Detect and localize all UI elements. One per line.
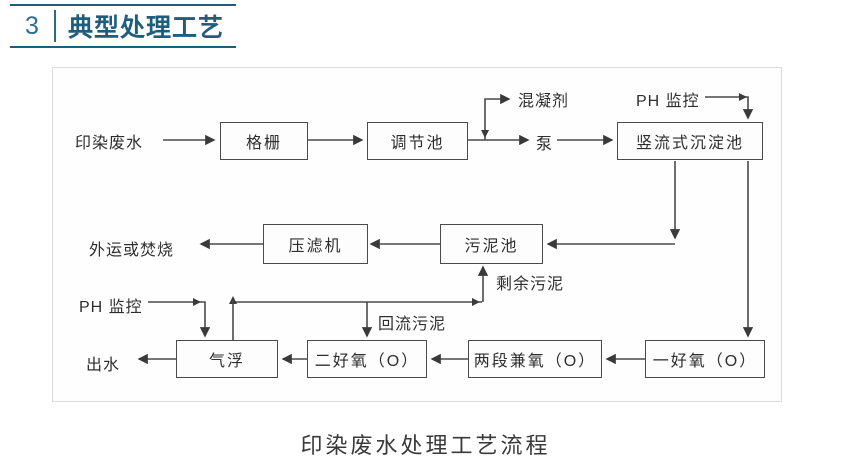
line-branch-to-coagulant: [484, 93, 511, 140]
node-regulating-tank: 调节池: [367, 122, 468, 160]
arrowhead-ph-bottom-right: [193, 298, 201, 306]
node-filter-press: 压滤机: [263, 224, 368, 264]
label-disposal: 外运或焚烧: [89, 242, 175, 259]
section-header: 3 典型处理工艺: [10, 4, 236, 48]
diagram-caption: 印染废水处理工艺流程: [300, 433, 551, 458]
label-pump: 泵: [536, 136, 554, 153]
node-air-flotation: 气浮: [176, 340, 278, 378]
arrowhead-return-right: [472, 298, 480, 306]
label-return-sludge: 回流污泥: [378, 316, 447, 333]
label-excess-sludge: 剩余污泥: [496, 276, 565, 293]
label-influent: 印染废水: [75, 135, 144, 152]
node-grid-screen: 格栅: [220, 122, 308, 160]
label-ph-monitor-bottom: PH 监控: [79, 299, 143, 316]
node-aerobic-2: 二好氧（O）: [307, 340, 427, 378]
label-ph-monitor-top: PH 监控: [636, 93, 700, 110]
arrowhead-ph-top-right: [739, 93, 747, 101]
node-sedimentation-tank: 竖流式沉淀池: [617, 122, 763, 160]
label-effluent: 出水: [86, 357, 121, 374]
label-coagulant: 混凝剂: [518, 93, 570, 110]
section-number: 3: [25, 11, 39, 40]
section-title: 典型处理工艺: [68, 14, 225, 42]
node-facultative-2stage: 两段兼氧（O）: [468, 340, 602, 378]
header-divider: [54, 10, 56, 42]
line-ph-bottom-to-flotation: [148, 301, 211, 338]
node-sludge-tank: 污泥池: [440, 224, 543, 264]
line-ph-top-to-sedimentation: [705, 96, 754, 120]
arrowhead-coagulant-junction-down: [481, 130, 489, 138]
node-aerobic-1: 一好氧（O）: [645, 340, 765, 378]
